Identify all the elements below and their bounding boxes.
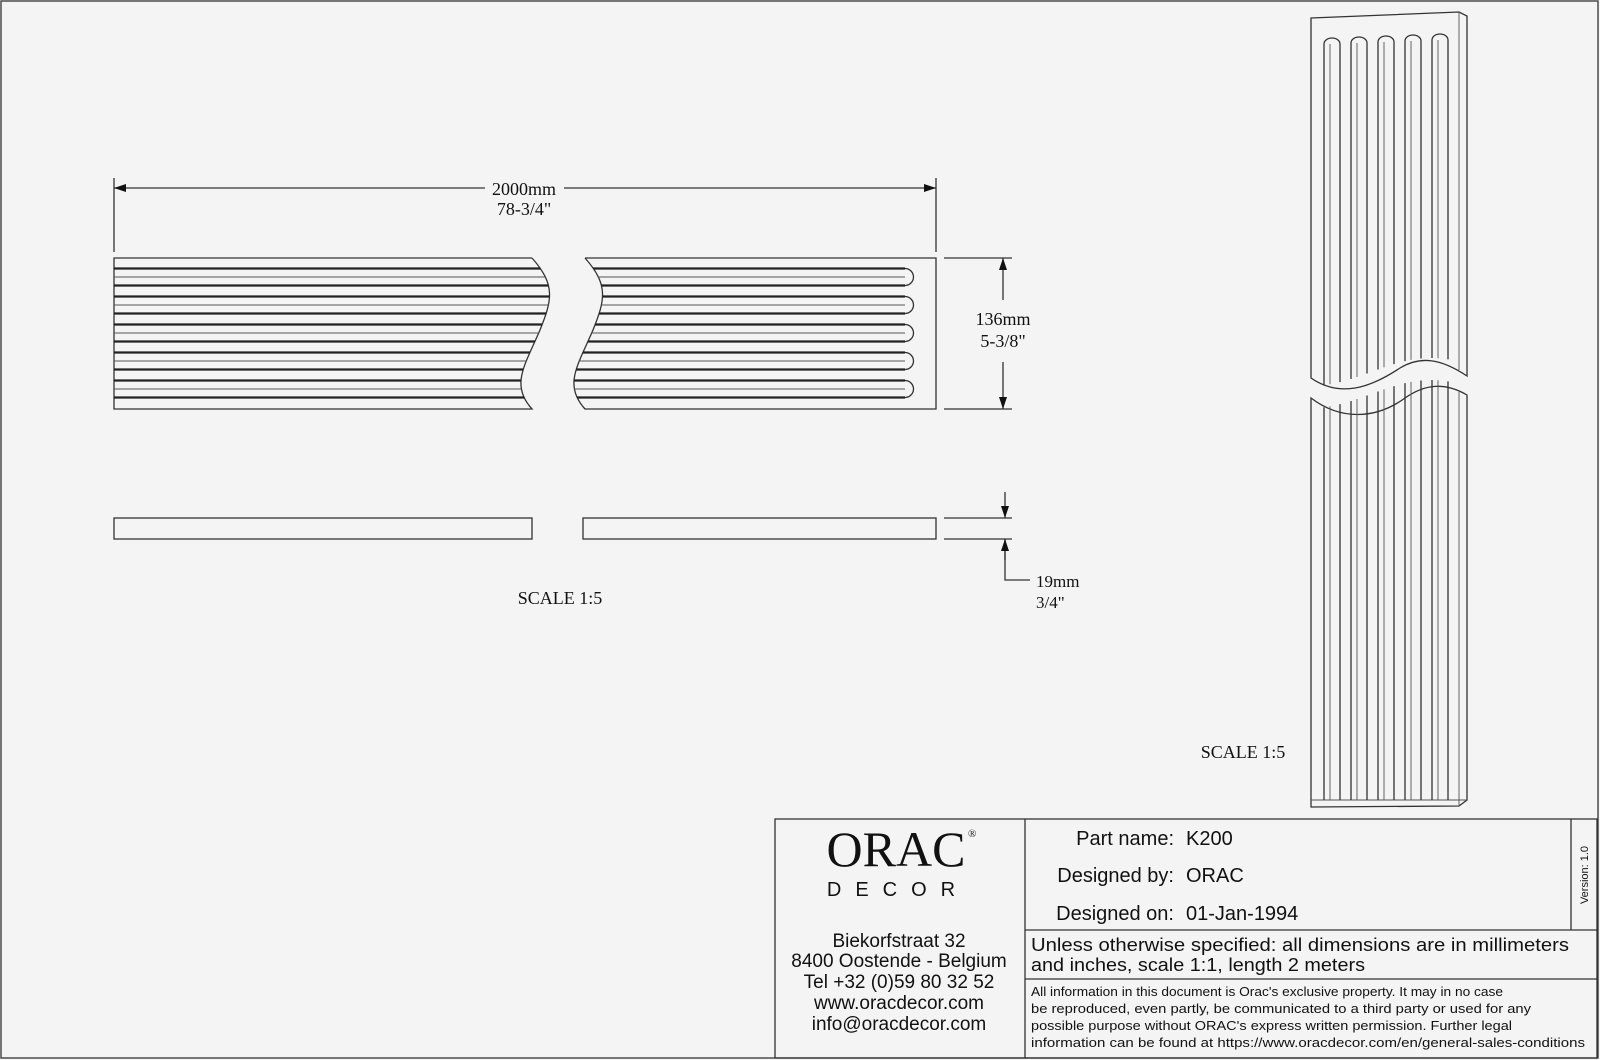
notes-line: Unless otherwise specified: all dimensio… [1031,935,1569,955]
panel-upper-piece [1310,11,1468,390]
legal-line: possible purpose without ORAC's express … [1031,1018,1512,1033]
isometric-view: SCALE 1:5 [1201,11,1468,808]
thickness-mm-label: 19mm [1036,572,1079,591]
iso-flutes [1323,33,1449,800]
side-right-piece [582,517,937,540]
scale-label: SCALE 1:5 [1201,742,1286,762]
height-mm-label: 136mm [975,309,1030,329]
svg-text:ORAC: ORAC [827,821,966,877]
scale-label: SCALE 1:5 [518,588,603,608]
designed-on-value: 01-Jan-1994 [1186,903,1298,925]
company-address: Biekorfstraat 32 8400 Oostende - Belgium… [791,931,1006,1035]
part-name-value: K200 [1186,828,1233,850]
designed-by-value: ORAC [1186,865,1244,887]
svg-text:8400 Oostende - Belgium: 8400 Oostende - Belgium [791,951,1006,972]
iso-flute [1350,36,1368,800]
iso-flute [1323,37,1341,800]
legal-line: All information in this document is Orac… [1031,984,1503,999]
height-in-label: 5-3/8" [980,331,1025,351]
orac-decor-logo: ORAC ® DECOR [827,821,977,901]
flute [573,323,915,343]
length-mm-label: 2000mm [492,179,556,199]
svg-text:®: ® [968,828,976,840]
flute [573,351,915,371]
notes-line: and inches, scale 1:1, length 2 meters [1031,955,1365,975]
iso-flute [1431,33,1449,800]
length-in-label: 78-3/4" [497,199,551,219]
legal-line: be reproduced, even partly, be communica… [1031,1001,1532,1016]
designed-on-label: Designed on: [1056,903,1174,925]
legal-line: information can be found at https://www.… [1031,1035,1586,1050]
iso-flute [1404,34,1422,800]
title-block-frame [774,818,1598,1059]
svg-text:Tel +32 (0)59 80 32 52: Tel +32 (0)59 80 32 52 [804,972,995,993]
flutes-left [114,267,550,399]
designed-by-label: Designed by: [1057,865,1174,887]
flute [114,267,550,287]
svg-text:DECOR: DECOR [827,879,969,901]
svg-text:www.oracdecor.com: www.oracdecor.com [813,993,984,1014]
svg-text:Biekorfstraat 32: Biekorfstraat 32 [832,931,965,952]
flute [114,351,550,371]
svg-text:info@oracdecor.com: info@oracdecor.com [812,1014,987,1035]
panel-lower-piece [1310,385,1468,808]
flute [573,379,915,399]
side-left-piece [113,517,533,540]
part-name-label: Part name: [1076,828,1174,850]
dimension-leader [1004,539,1030,581]
thickness-in-label: 3/4" [1036,593,1065,612]
version-label: Version: 1.0 [1579,846,1591,904]
title-block: ORAC ® DECOR Biekorfstraat 32 8400 Ooste… [774,818,1598,1059]
iso-flute [1377,35,1395,800]
flutes-right [573,267,915,399]
flute [573,295,915,315]
flute [114,295,550,315]
flute [573,267,915,287]
side-view: 19mm 3/4" SCALE 1:5 [113,492,1079,612]
board-right-piece [573,257,937,410]
board-left-piece [113,257,551,410]
flute [114,379,550,399]
front-view: 2000mm 78-3/4" 136mm 5-3/8" [113,178,1031,410]
flute [114,323,550,343]
